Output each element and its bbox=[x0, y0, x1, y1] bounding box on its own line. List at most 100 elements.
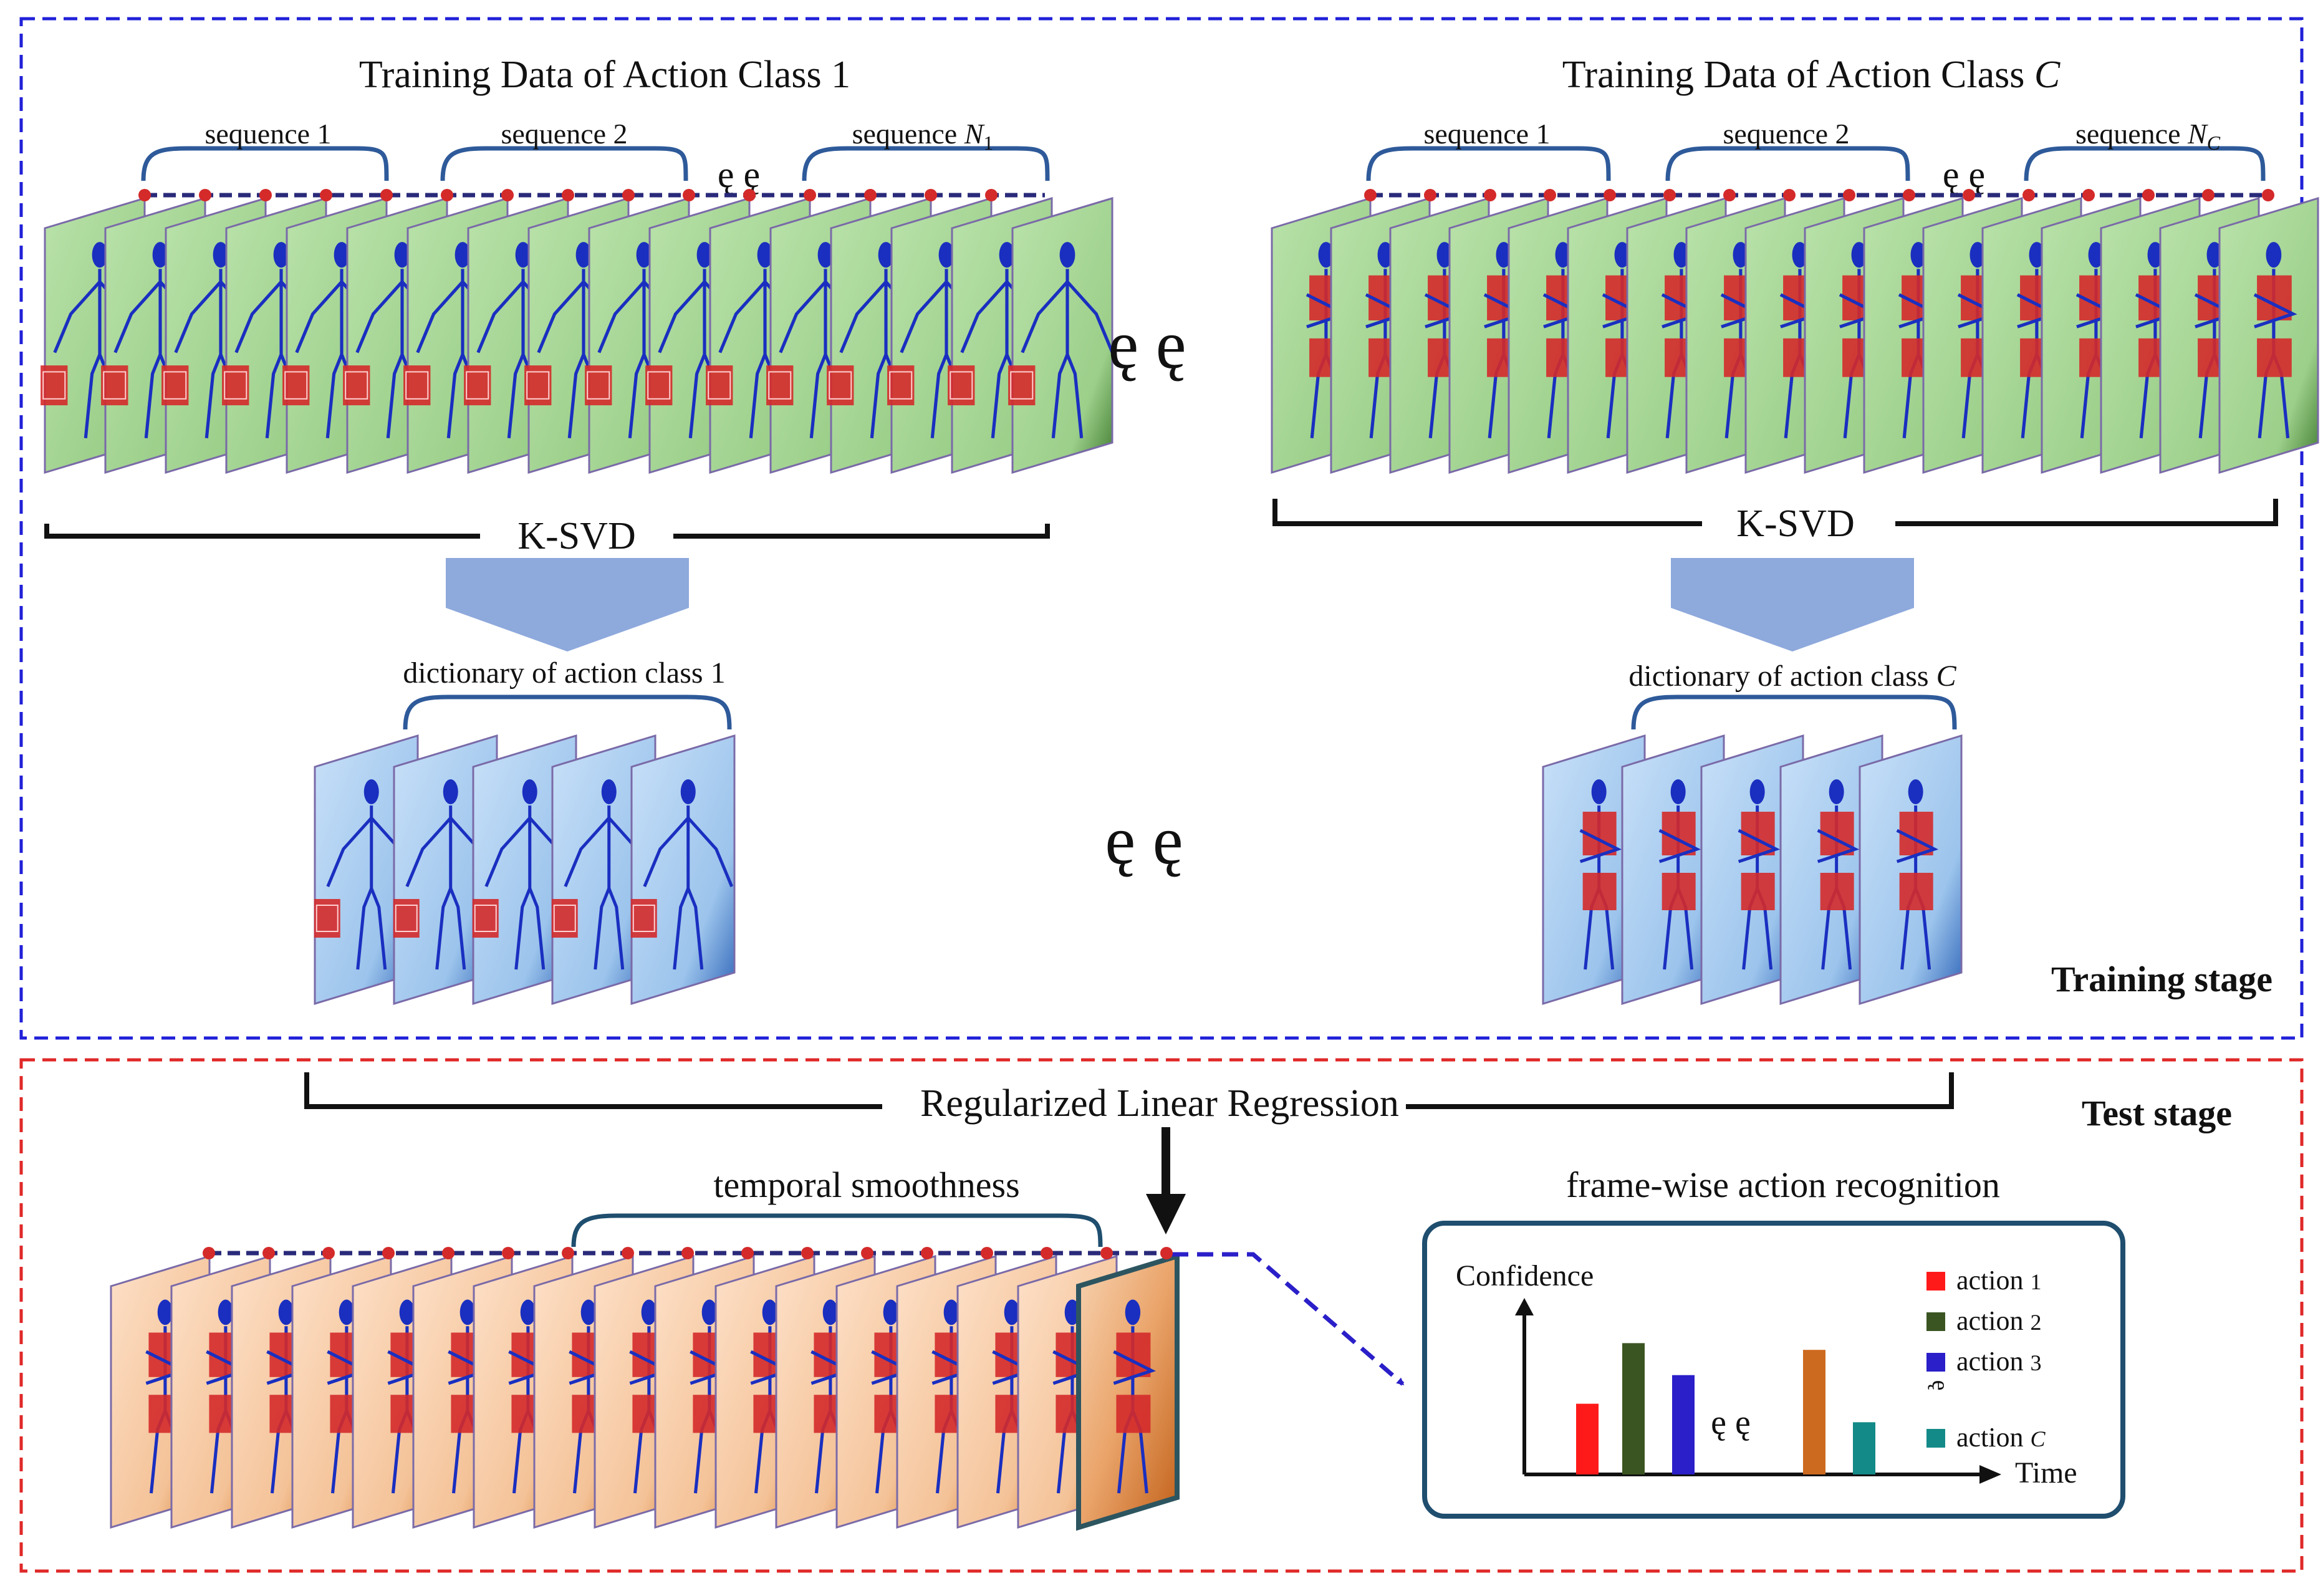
class1-dictionary-label: dictionary of action class 1 bbox=[403, 656, 725, 690]
class1-seq2-brace bbox=[440, 146, 688, 181]
figure-lower-patch bbox=[1899, 873, 1933, 910]
temporal-smoothness-brace bbox=[571, 1213, 1103, 1247]
figure-head bbox=[363, 779, 379, 804]
class1-sequence-chain-dot bbox=[985, 189, 998, 201]
temporal-smoothness-label: temporal smoothness bbox=[713, 1165, 1019, 1205]
figure-head bbox=[1591, 779, 1607, 804]
class1-ksvd-label-bg bbox=[480, 508, 673, 564]
figure-head bbox=[1496, 242, 1512, 268]
test-sequence-chain-dot bbox=[741, 1247, 754, 1259]
classC-ksvd-label-bg bbox=[1702, 496, 1895, 552]
figure-lower-patch bbox=[1116, 1395, 1151, 1433]
class1-sequence-chain-dot bbox=[562, 189, 574, 201]
figure-arms bbox=[1579, 829, 1622, 863]
regression-label: Regularized Linear Regression bbox=[920, 1082, 1399, 1125]
figure-head bbox=[817, 242, 834, 268]
class1-dictionary-frames bbox=[314, 734, 736, 1006]
frame-panel bbox=[630, 734, 736, 1006]
figure-head bbox=[273, 242, 289, 268]
frame-panel bbox=[1859, 734, 1963, 1006]
class1-dict-frame-3 bbox=[472, 734, 577, 1006]
figure-legs bbox=[356, 884, 387, 970]
legend-swatch-3 bbox=[1926, 1353, 1945, 1372]
test-sequence-chain-dot bbox=[801, 1247, 814, 1259]
frame-panel bbox=[1011, 196, 1113, 474]
figure-head bbox=[1749, 779, 1765, 804]
classC-seqN-label: sequence NC bbox=[2075, 118, 2221, 154]
figure-head bbox=[520, 1299, 536, 1325]
figure-hand-grid bbox=[647, 371, 671, 400]
figure-arms bbox=[1113, 1350, 1157, 1385]
figure-head bbox=[1059, 242, 1075, 268]
figure-hand-grid bbox=[395, 905, 418, 932]
class1-sequence-chain-dot bbox=[864, 189, 877, 201]
class1-ksvd-label: K-SVD bbox=[517, 515, 635, 557]
confidence-bar-action-3 bbox=[1672, 1375, 1695, 1474]
classC-sequence-chain-dot bbox=[1424, 189, 1436, 201]
figure-head bbox=[339, 1299, 355, 1325]
class1-training-frames bbox=[41, 196, 1114, 474]
classC-seqN-brace bbox=[2024, 146, 2266, 181]
class1-dict-frame-5 bbox=[630, 734, 736, 1006]
figure-head bbox=[696, 242, 713, 268]
figure-head bbox=[92, 242, 108, 268]
classC-sequence-chain-dot bbox=[1663, 189, 1676, 201]
confidence-bar-action-2 bbox=[1622, 1343, 1645, 1474]
figure-head bbox=[1670, 779, 1686, 804]
classC-sequence-chain bbox=[1364, 189, 2274, 201]
class1-sequence-chain-dot bbox=[683, 189, 695, 201]
figure-hand-grid bbox=[553, 905, 576, 932]
figure-lower-patch bbox=[1820, 873, 1854, 910]
figure-head bbox=[2147, 242, 2163, 268]
figure-arms bbox=[1021, 279, 1114, 353]
figure-head bbox=[878, 242, 894, 268]
legend-label-1: action 1 bbox=[1956, 1265, 2042, 1296]
class1-seqN-label: sequence N1 bbox=[852, 118, 994, 154]
figure-head bbox=[601, 779, 617, 804]
class1-ksvd-arrow bbox=[446, 558, 689, 651]
class1-sequence-chain-dot bbox=[380, 189, 393, 201]
figure-hand-grid bbox=[889, 371, 913, 400]
class1-dict-frame-4 bbox=[551, 734, 656, 1006]
classC-sequence-chain-dot bbox=[1484, 189, 1496, 201]
recognition-panel bbox=[1422, 1221, 2125, 1519]
figure-head bbox=[1908, 779, 1923, 804]
classC-sequence-chain-dot bbox=[1604, 189, 1616, 201]
legend-label-4: action C bbox=[1956, 1422, 2046, 1453]
figure-arms bbox=[1817, 829, 1860, 863]
figure-legs bbox=[1051, 350, 1084, 438]
classC-sequence-chain-dot bbox=[2202, 189, 2215, 201]
figure-head bbox=[701, 1299, 718, 1325]
figure-hand-grid bbox=[708, 371, 731, 400]
classC-seq-ellipsis: ę ę bbox=[1943, 154, 1985, 195]
classC-seq2-brace bbox=[1665, 146, 1910, 181]
training-stage-label: Training stage bbox=[2051, 959, 2272, 999]
test-sequence-chain-dot bbox=[262, 1247, 275, 1259]
test-sequence-chain-dot bbox=[1041, 1247, 1053, 1259]
figure-hand-grid bbox=[224, 371, 248, 400]
figure-arms bbox=[643, 815, 734, 887]
figure-arms bbox=[1738, 829, 1781, 863]
test-sequence-chain-dot bbox=[203, 1247, 215, 1259]
figure-hand-grid bbox=[632, 905, 655, 932]
class1-seq2-label: sequence 2 bbox=[501, 118, 627, 150]
figure-head bbox=[883, 1299, 899, 1325]
classC-sequence-chain-dot bbox=[1903, 189, 1915, 201]
classC-seq2-label: sequence 2 bbox=[1723, 118, 1849, 150]
figure-hand-grid bbox=[768, 371, 792, 400]
figure-head bbox=[157, 1299, 173, 1325]
test-sequence-chain-dot bbox=[981, 1247, 993, 1259]
figure-head bbox=[575, 242, 592, 268]
legend-swatch-4 bbox=[1926, 1429, 1945, 1448]
classC-dict-frame-3 bbox=[1700, 734, 1804, 1006]
class1-frame-17 bbox=[1008, 196, 1114, 474]
classC-dict-frame-5 bbox=[1859, 734, 1963, 1006]
classC-seq1-label: sequence 1 bbox=[1423, 118, 1550, 150]
classes-ellipsis-bottom: ę ę bbox=[1105, 802, 1183, 878]
classC-dict-frame-4 bbox=[1779, 734, 1883, 1006]
legend-label-2: action 2 bbox=[1956, 1305, 2042, 1336]
figure-legs bbox=[514, 884, 546, 970]
figure-head bbox=[1318, 242, 1334, 268]
